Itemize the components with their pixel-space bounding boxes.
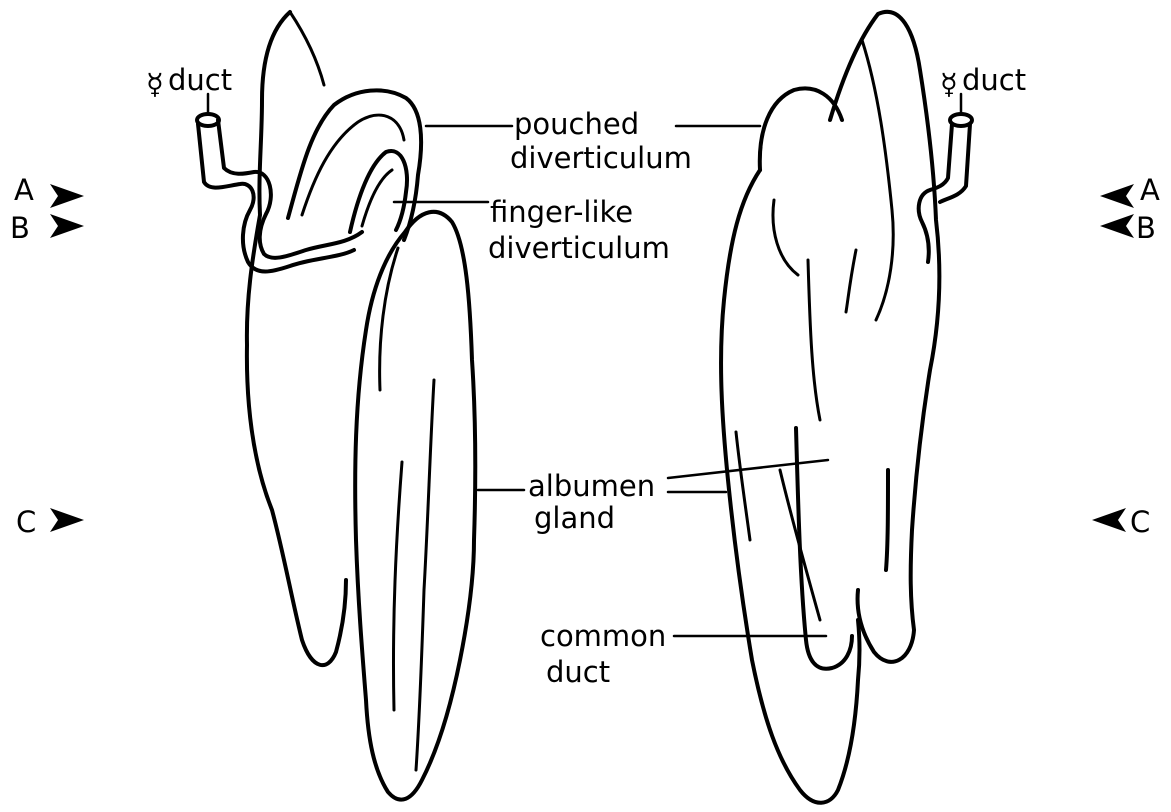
right-duct-opening bbox=[950, 114, 972, 126]
marker-left-c: C bbox=[16, 505, 36, 539]
right-pouched-diverticulum bbox=[760, 88, 842, 170]
label-right-duct: duct bbox=[962, 63, 1026, 97]
marker-right-b: B bbox=[1136, 211, 1156, 245]
left-lobe-crease bbox=[290, 12, 324, 85]
arrowhead-right-b bbox=[1100, 214, 1134, 238]
arrowhead-right-c bbox=[1092, 508, 1126, 532]
label-common: common bbox=[540, 619, 666, 653]
left-front-lobe-crease-2 bbox=[393, 462, 402, 710]
label-left-duct-symbol: ☿ bbox=[146, 67, 164, 101]
right-common-duct-tube bbox=[796, 428, 852, 669]
right-side-ridge bbox=[886, 470, 888, 570]
arrowhead-left-b bbox=[50, 214, 84, 238]
left-front-lobe-crease-1 bbox=[416, 380, 434, 770]
marker-left-a: A bbox=[14, 173, 34, 207]
label-right-duct-symbol: ☿ bbox=[940, 67, 958, 101]
leader-albumen-right-1 bbox=[668, 460, 828, 478]
label-finger-like: finger-like bbox=[490, 195, 633, 229]
label-albumen-gland: gland bbox=[534, 501, 615, 535]
marker-left-b: B bbox=[10, 211, 30, 245]
left-front-lobe-outline bbox=[355, 212, 475, 800]
left-duct-opening bbox=[197, 114, 219, 126]
arrowhead-left-c bbox=[50, 508, 84, 532]
label-albumen: albumen bbox=[528, 469, 655, 503]
label-finger-diverticulum: diverticulum bbox=[488, 231, 670, 265]
right-back-lobe-crease bbox=[862, 40, 893, 320]
right-specimen bbox=[721, 12, 972, 803]
right-top-crease bbox=[846, 250, 856, 312]
right-pouch-rim bbox=[773, 200, 798, 275]
right-front-lobe-crease-1 bbox=[808, 260, 820, 420]
left-specimen bbox=[197, 12, 475, 800]
marker-right-c: C bbox=[1130, 505, 1150, 539]
label-pouched: pouched bbox=[514, 107, 639, 141]
arrowhead-left-a bbox=[50, 184, 84, 208]
left-hermaphrodite-duct-inner bbox=[218, 120, 362, 258]
marker-right-a: A bbox=[1140, 173, 1160, 207]
label-common-duct: duct bbox=[546, 655, 610, 689]
label-pouched-diverticulum: diverticulum bbox=[510, 141, 692, 175]
right-front-lobe-crease-3 bbox=[736, 432, 750, 540]
right-hermaphrodite-duct-inner bbox=[940, 124, 970, 202]
left-finger-like-diverticulum bbox=[350, 151, 407, 232]
arrowhead-right-a bbox=[1100, 184, 1134, 208]
label-left-duct: duct bbox=[168, 63, 232, 97]
